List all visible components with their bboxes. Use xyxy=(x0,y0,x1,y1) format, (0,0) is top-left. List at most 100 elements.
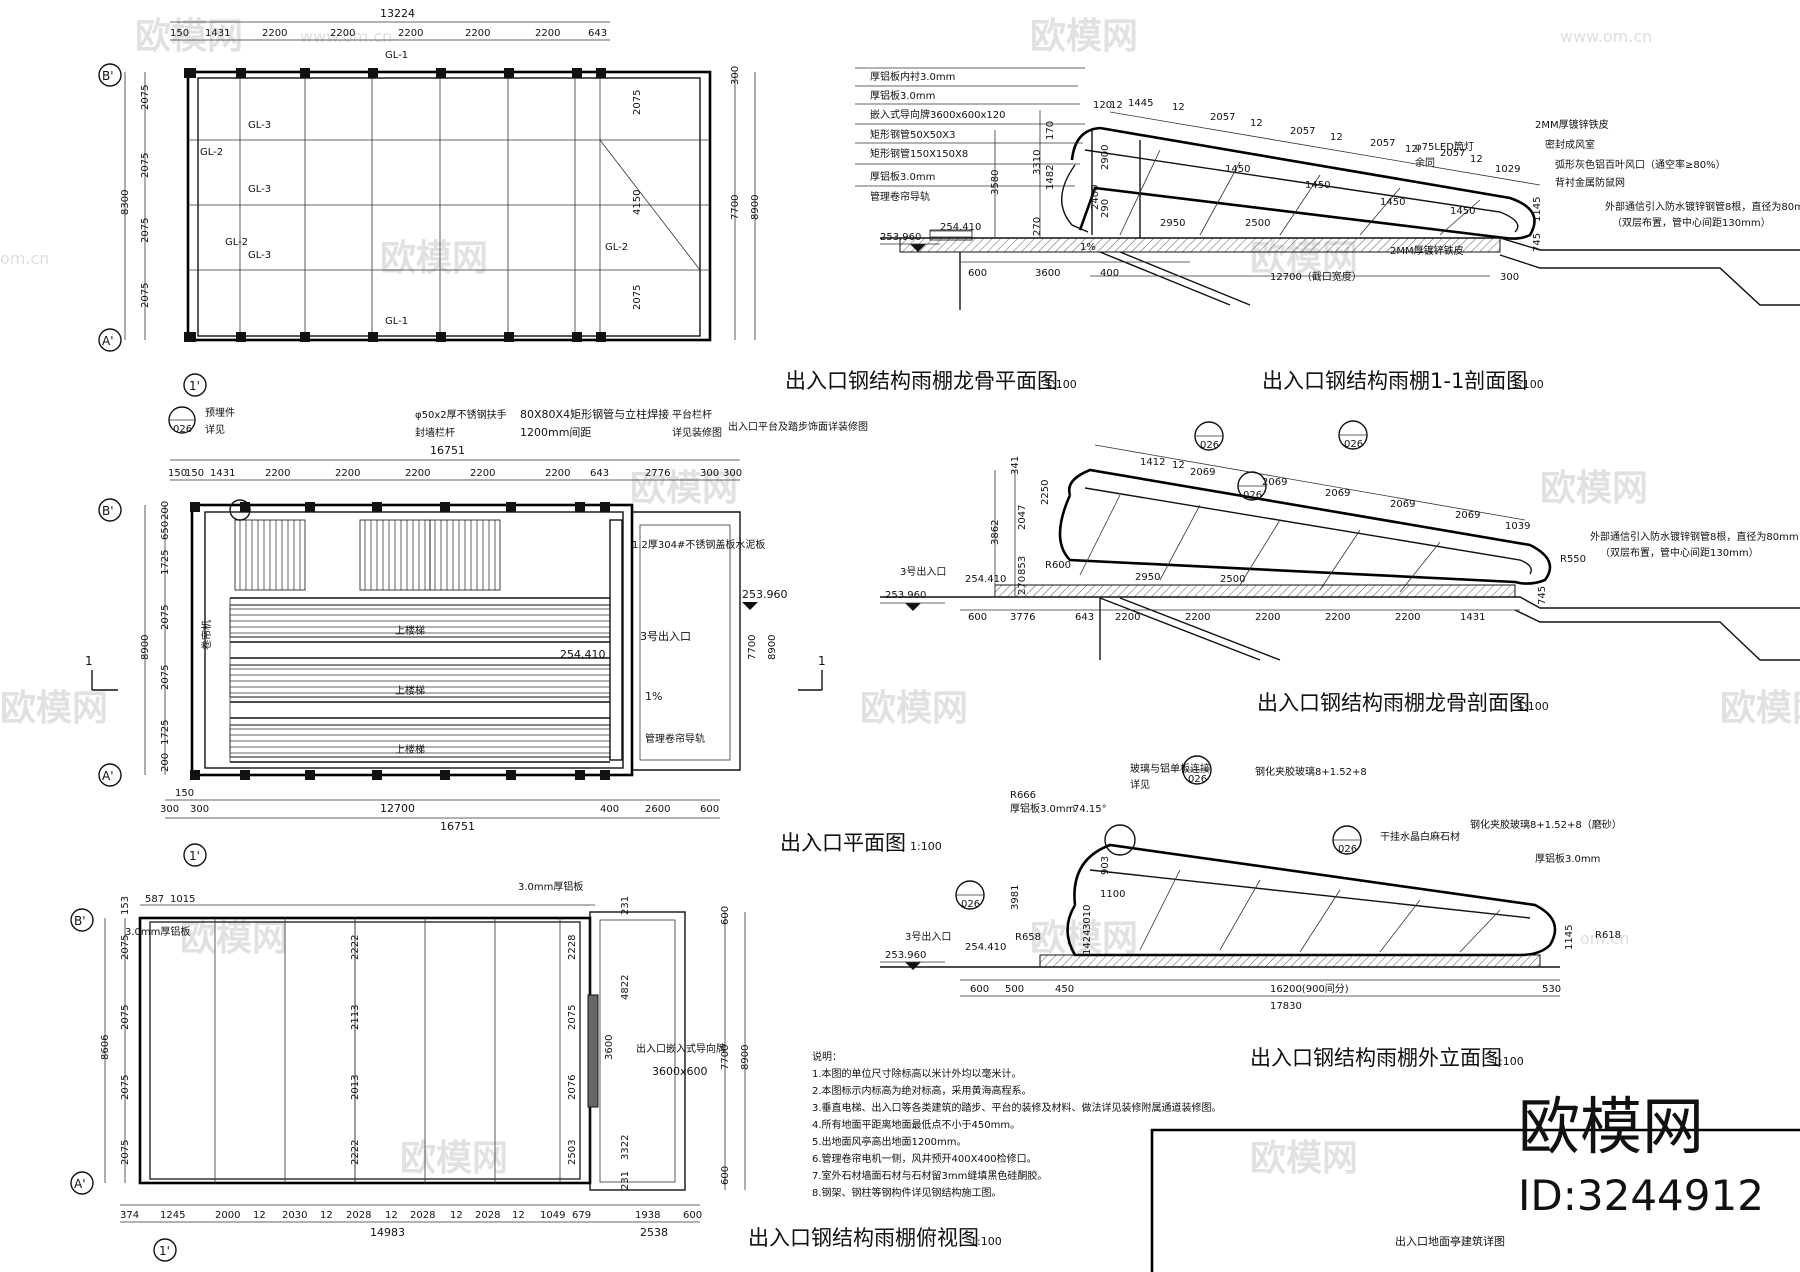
beam-label: GL-2 xyxy=(200,147,223,158)
dim: 2950 xyxy=(1135,572,1160,583)
dim: 1450 xyxy=(1305,180,1330,191)
dim-total: 16751 xyxy=(440,820,475,833)
elevation-view: 026 026 026 玻璃与铝单板连接 详见 钢化夹胶玻璃8+1.52+8 干… xyxy=(880,755,1622,1070)
dim-total: 17830 xyxy=(1270,1001,1302,1012)
label: 管理卷帘导轨 xyxy=(645,732,705,745)
dim: 853 xyxy=(1017,556,1028,575)
dim: 170 xyxy=(1045,121,1056,140)
note-item: 6.管理卷帘电机一侧，风井预开400X400检修口。 xyxy=(812,1152,1037,1165)
detail-ref: 026 xyxy=(961,899,980,910)
dim: 1049 xyxy=(540,1210,565,1221)
dim: 3310 xyxy=(1032,150,1043,175)
dim: 1100 xyxy=(1100,889,1125,900)
dim: 530 xyxy=(1542,984,1561,995)
view-scale: 1:100 xyxy=(1492,1055,1524,1068)
dim: 1424 xyxy=(1082,930,1093,955)
dim: 600 xyxy=(683,1210,702,1221)
dim-total: 16751 xyxy=(430,444,465,457)
callout: 余同 xyxy=(1415,156,1435,169)
dim: 2113 xyxy=(350,1005,361,1030)
dim-total: 8900 xyxy=(140,635,151,660)
dim: 2250 xyxy=(1040,480,1051,505)
view-scale: 1:100 xyxy=(1512,378,1544,391)
dim: 2075 xyxy=(567,1005,578,1030)
dim: 2030 xyxy=(282,1210,307,1221)
elevation: 254.410 xyxy=(965,574,1006,585)
dim: 120 xyxy=(1093,100,1112,111)
label: 上楼梯 xyxy=(395,743,425,756)
view-title: 出入口钢结构雨棚龙骨平面图 xyxy=(785,369,1058,393)
dim: 1431 xyxy=(210,468,235,479)
dim: 1938 xyxy=(635,1210,660,1221)
watermark-url: om.cn xyxy=(1580,929,1629,948)
dim: 2028 xyxy=(410,1210,435,1221)
dim: 2538 xyxy=(640,1226,668,1239)
dim: 600 xyxy=(970,984,989,995)
watermark-logo: 欧模网 xyxy=(1030,918,1138,959)
dim: 2400 xyxy=(1090,185,1101,210)
brand-id: ID:3244912 xyxy=(1518,1171,1764,1220)
callout: 嵌入式导向牌3600x600x120 xyxy=(870,108,1005,121)
dim: 2057 xyxy=(1370,138,1395,149)
dim: 3776 xyxy=(1010,612,1035,623)
dim: 374 xyxy=(120,1210,139,1221)
dim: 3010 xyxy=(1082,905,1093,930)
label: 3号出入口 xyxy=(905,930,951,943)
axis-label: B' xyxy=(102,504,114,518)
note: φ50x2厚不锈钢扶手 xyxy=(415,408,507,421)
dim: 2069 xyxy=(1390,499,1415,510)
dim: 300 xyxy=(730,66,741,85)
label: 3600x600 xyxy=(652,1065,708,1078)
note: 80X80X4矩形钢管与立柱焊接 xyxy=(520,407,669,421)
label: 上楼梯 xyxy=(395,684,425,697)
dim: 300 xyxy=(160,804,179,815)
title-block: 出入口地面亭建筑详图 欧模网 ID:3244912 xyxy=(1150,1090,1800,1272)
section-mark: 1 xyxy=(818,654,826,668)
dim: 150 xyxy=(185,468,204,479)
dim: 600 xyxy=(720,1166,731,1185)
dim: 2075 xyxy=(632,90,643,115)
dim: 2228 xyxy=(567,935,578,960)
dim: 2069 xyxy=(1190,467,1215,478)
elevation: 253.960 xyxy=(885,950,926,961)
view-scale: 1:100 xyxy=(1517,700,1549,713)
elevation: 254.410 xyxy=(965,942,1006,953)
dim: 7700 xyxy=(747,635,758,660)
dim: 231 xyxy=(620,896,631,915)
note-item: 4.所有地面平距离地面最低点不小于450mm。 xyxy=(812,1118,1020,1131)
label: R550 xyxy=(1560,554,1586,565)
dim: 2075 xyxy=(120,1075,131,1100)
label: 3.0mm厚铝板 xyxy=(518,880,583,893)
dim: 2076 xyxy=(567,1075,578,1100)
dim: 3580 xyxy=(990,170,1001,195)
dim: 1145 xyxy=(1532,197,1543,222)
dim: 3322 xyxy=(620,1135,631,1160)
axis-label: 1' xyxy=(189,379,200,393)
dim: 1412 xyxy=(1140,457,1165,468)
dim: 150 xyxy=(168,468,187,479)
beam-label: GL-2 xyxy=(225,237,248,248)
dim: 2047 xyxy=(1017,505,1028,530)
dim: 600 xyxy=(968,612,987,623)
dim: 2900 xyxy=(1100,145,1111,170)
dim: 200 xyxy=(160,501,171,520)
dim: 1245 xyxy=(160,1210,185,1221)
watermark-logo: 欧模网 xyxy=(135,16,243,57)
label: 上楼梯 xyxy=(395,624,425,637)
watermark-logo: 欧模网 xyxy=(630,468,738,509)
note: 出入口平台及踏步饰面详装修图 xyxy=(728,420,868,433)
dim: 2200 xyxy=(535,28,560,39)
dim: 3862 xyxy=(990,520,1001,545)
dim-total: 14983 xyxy=(370,1226,405,1239)
callout: 矩形钢管50X50X3 xyxy=(870,128,956,141)
watermark-logo: 欧模网 xyxy=(1540,468,1648,509)
dim: 12700 xyxy=(380,802,415,815)
dim: 12 xyxy=(512,1210,525,1221)
dim: 2200 xyxy=(335,468,360,479)
view-scale: 1:100 xyxy=(910,840,942,853)
view-scale: 1:100 xyxy=(970,1235,1002,1248)
axis-label: B' xyxy=(74,914,86,928)
view-title: 出入口平面图 xyxy=(780,831,906,855)
general-notes: 说明： 1.本图的单位尺寸除标高以米计外均以毫米计。 2.本图标示内标高为绝对标… xyxy=(812,1050,1222,1199)
callout: 管理卷帘导轨 xyxy=(870,190,930,203)
